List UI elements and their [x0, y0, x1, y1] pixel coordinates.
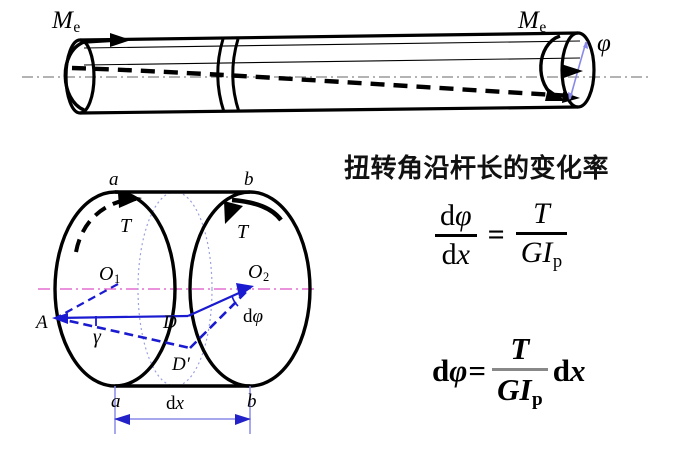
caption-chinese: 扭转角沿杆长的变化率: [344, 154, 610, 184]
label-torque-left: Me: [52, 7, 81, 37]
formula-twist-differential: dφ = T GIp dx: [432, 330, 585, 412]
label-point-A: A: [36, 312, 48, 333]
label-shear-angle-gamma: γ: [93, 326, 101, 348]
formula-rhs-numerator: T: [533, 197, 550, 230]
formula2-lhs: dφ: [432, 353, 468, 389]
label-d-phi: dφ: [243, 306, 264, 327]
shaft-body: [79, 31, 581, 115]
formula-rhs-denominator: GIp: [520, 236, 563, 273]
formula-twist-rate: dφ dx = T GIp: [430, 196, 572, 274]
equals-sign: =: [487, 218, 505, 252]
label-generator-a-top: a: [109, 169, 119, 190]
twist-radius-pointer: [561, 64, 583, 79]
element-generators: [115, 190, 250, 388]
construction-lines: [52, 283, 254, 350]
twist-angle-indicator: [568, 41, 588, 100]
label-generator-b-top: b: [244, 169, 254, 190]
formula2-fraction: T GIp: [492, 330, 548, 412]
label-point-D-prime: D′: [172, 354, 190, 375]
element-torque-arrow-left: [74, 193, 142, 253]
label-center-O1: O1: [99, 263, 121, 287]
fraction-bar: [435, 233, 477, 237]
dx-dimension: [114, 386, 251, 434]
label-torque-T-left: T: [120, 215, 132, 237]
fraction-bar: [492, 368, 548, 371]
formula2-tail: dx: [552, 353, 586, 389]
torque-arrow-left: [63, 33, 131, 112]
label-twist-angle-phi: φ: [597, 30, 611, 57]
label-generator-a-bottom: a: [111, 391, 121, 412]
label-dx: dx: [166, 393, 184, 414]
label-torque-right: Me: [518, 7, 547, 37]
label-torque-T-right: T: [237, 221, 249, 243]
label-point-D: D: [163, 312, 177, 333]
formula-lhs-denominator: dx: [441, 237, 470, 271]
formula2-numerator: T: [510, 331, 530, 366]
label-generator-b-bottom: b: [247, 391, 257, 412]
label-center-O2: O2: [248, 261, 270, 285]
torque-arrow-right: [539, 34, 566, 101]
formula-rhs-fraction: T GIp: [515, 196, 568, 274]
formula2-denominator: GIp: [497, 372, 543, 411]
fraction-bar: [515, 232, 568, 235]
element-torque-arrow-right: [224, 197, 283, 224]
equals-sign: =: [468, 353, 487, 389]
formula-lhs-fraction: dφ dx: [435, 198, 477, 273]
formula-lhs-numerator: dφ: [440, 198, 472, 232]
